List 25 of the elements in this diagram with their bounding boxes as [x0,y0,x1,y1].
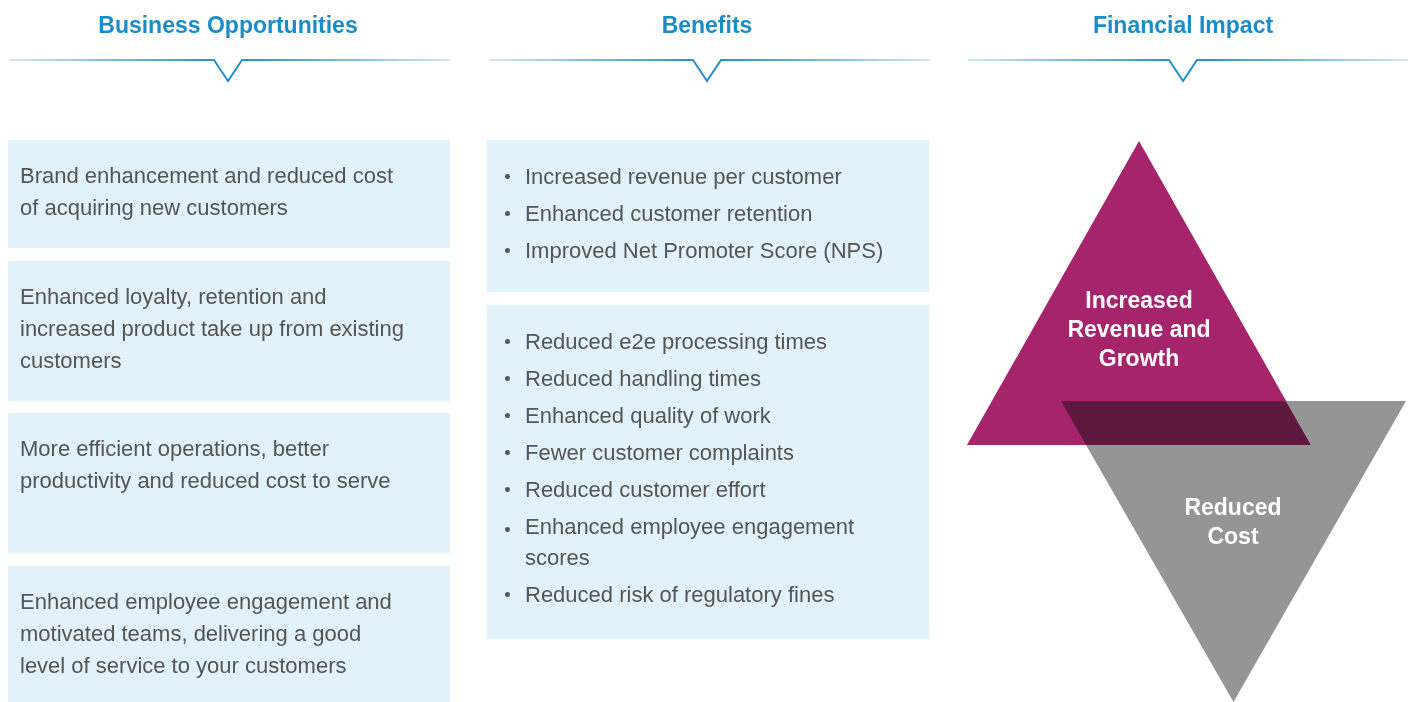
bullet-item: Reduced customer effort [525,477,766,502]
column-heading: Financial Impact [1092,12,1274,39]
bullet-item: Enhanced quality of work [525,403,771,428]
text-box [487,140,929,292]
box-text: Enhanced employee engagement and motivated teams, delivering a good level of service to your customers [20,588,393,680]
column-heading: Benefits [661,12,753,39]
text-box [8,413,450,553]
bullet-item: Enhanced employee engagement scores [525,514,855,570]
bullet-item: Enhanced customer retention [525,201,813,226]
bullet-item: Improved Net Promoter Score (NPS) [525,238,884,263]
box-text: Enhanced loyalty, retention and increased product take up from existing customers [20,283,405,375]
bullet-item: Reduced risk of regulatory fines [525,582,835,607]
triangle-label: Increased Revenue and Growth [1066,286,1212,373]
text-box [8,566,450,702]
column-heading: Business Opportunities [98,12,358,39]
bullet-item: Reduced e2e processing times [525,329,828,354]
text-box [8,261,450,401]
box-text: Brand enhancement and reduced cost of acquiring new customers [20,162,395,222]
bullet-item: Reduced handling times [525,366,762,391]
triangle-label: Reduced Cost [1183,493,1283,551]
bullet-item: Increased revenue per customer [525,164,842,189]
bullet-item: Fewer customer complaints [525,440,794,465]
box-text: More efficient operations, better productivity and reduced cost to serve [20,435,392,495]
text-box [487,305,929,639]
text-box [8,140,450,248]
